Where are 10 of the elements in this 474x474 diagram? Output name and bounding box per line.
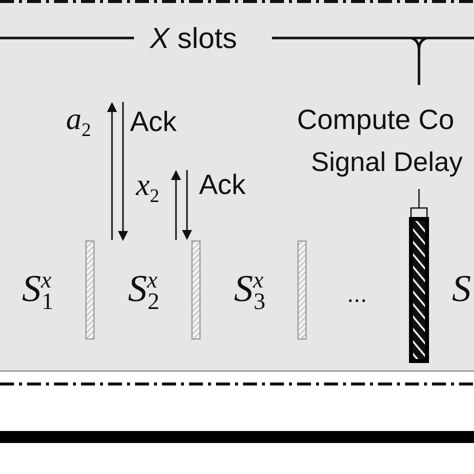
slot-label: S	[452, 270, 471, 308]
ellipsis-text: ...	[347, 282, 368, 307]
symbol-label: x$_{2}$	[136, 169, 160, 200]
symbol-label: a$_{2}$	[66, 103, 92, 134]
delay-bar	[409, 217, 429, 363]
ack-label: Ack	[130, 108, 177, 136]
span-label: X slots	[150, 24, 238, 54]
ack-label: Ack	[199, 170, 246, 199]
caption-text: Compute Co	[297, 106, 454, 134]
caption-text: Signal Delay	[311, 149, 463, 176]
